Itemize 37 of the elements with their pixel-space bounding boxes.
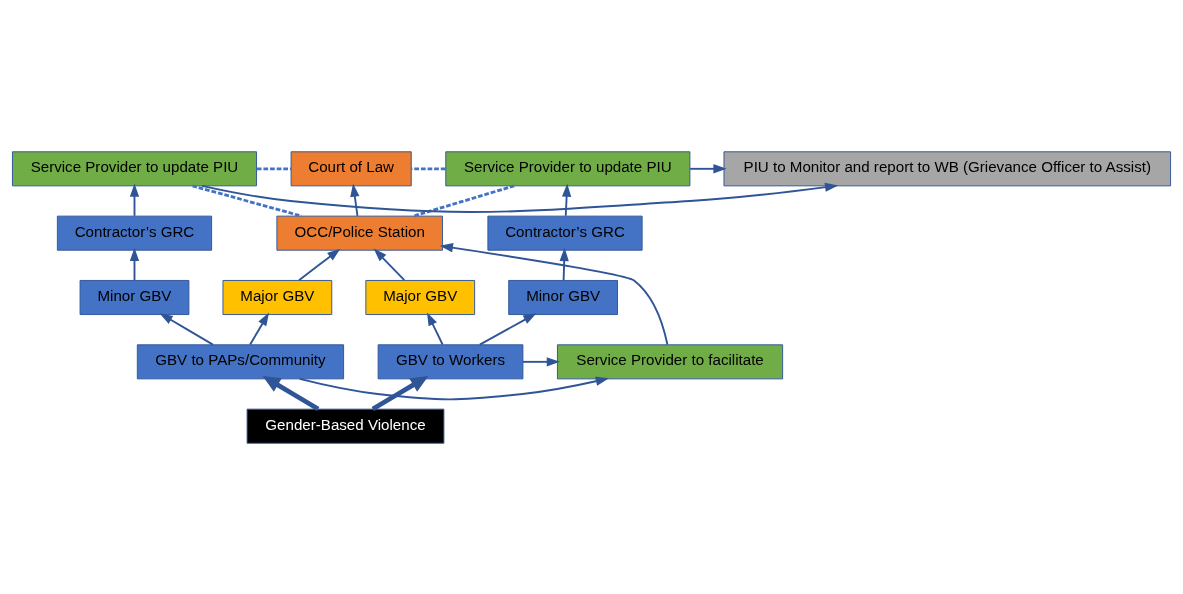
node-box: Major GBV: [365, 279, 476, 315]
arrow: [562, 182, 572, 217]
connector: [411, 166, 446, 170]
arrow: [373, 248, 406, 281]
node-box: PIU to Monitor and report to WB (Grievance Officer to Assist): [723, 150, 1172, 186]
arrow: [350, 182, 360, 217]
connector: [256, 166, 292, 170]
arrow: [129, 247, 140, 281]
arrow: [439, 242, 669, 345]
arrow: [201, 182, 839, 213]
node-box: Major GBV: [222, 279, 333, 315]
node-box: Service Provider to update PIU: [11, 150, 257, 186]
node-box: Minor GBV: [508, 279, 618, 315]
node-box: Contractor’s GRC: [487, 215, 643, 251]
connector: [413, 184, 515, 217]
node-box: Contractor’s GRC: [56, 215, 213, 251]
arrow: [689, 163, 727, 173]
arrow: [129, 182, 140, 217]
node-box: GBV to PAPs/Community: [136, 343, 345, 379]
node-box: Court of Law: [290, 150, 412, 186]
arrow: [298, 248, 341, 281]
arrow: [159, 312, 214, 346]
node-box: GBV to Workers: [377, 343, 524, 379]
node-box: Gender-Based Violence: [246, 408, 445, 444]
connector: [192, 184, 302, 217]
arrow: [478, 312, 537, 346]
node-box: Service Provider to facilitate: [556, 343, 784, 379]
arrow: [298, 376, 609, 400]
node-box: OCC/Police Station: [276, 215, 443, 251]
arrow: [427, 311, 444, 345]
arrow: [262, 375, 320, 411]
arrow: [559, 247, 569, 281]
node-box: Service Provider to update PIU: [445, 150, 691, 186]
arrow: [371, 375, 429, 411]
arrow: [249, 312, 270, 345]
node-box: Minor GBV: [79, 279, 190, 315]
arrow: [522, 356, 560, 366]
